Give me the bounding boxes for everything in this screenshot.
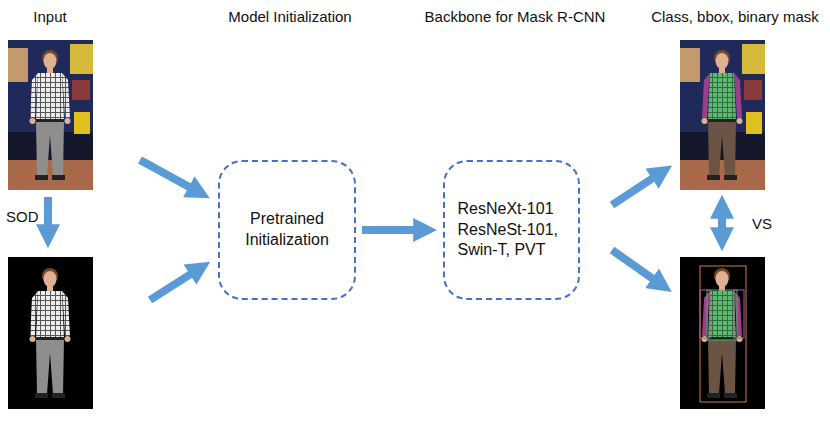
- flow-arrows: [48, 160, 722, 300]
- init-box: Pretrained Initialization: [218, 160, 356, 300]
- output-photo: [680, 40, 765, 190]
- column-heading: Class, bbox, binary mask: [651, 8, 819, 26]
- column-heading: Backbone for Mask R-CNN: [425, 8, 606, 26]
- column-heading: Model Initialization: [228, 8, 351, 26]
- arrow-label: SOD: [6, 208, 39, 226]
- box-text: ResNeXt-101 ResNeSt-101, Swin-T, PVT: [458, 199, 566, 261]
- box-text: Pretrained Initialization: [232, 209, 342, 251]
- arrow-label: VS: [752, 215, 772, 233]
- input-photo: [8, 40, 93, 190]
- sod-photo: [8, 257, 93, 409]
- column-heading: Input: [33, 8, 66, 26]
- output-sod-photo: [680, 257, 765, 409]
- backbone-box: ResNeXt-101 ResNeSt-101, Swin-T, PVT: [443, 160, 580, 300]
- flow-connector: [362, 226, 418, 234]
